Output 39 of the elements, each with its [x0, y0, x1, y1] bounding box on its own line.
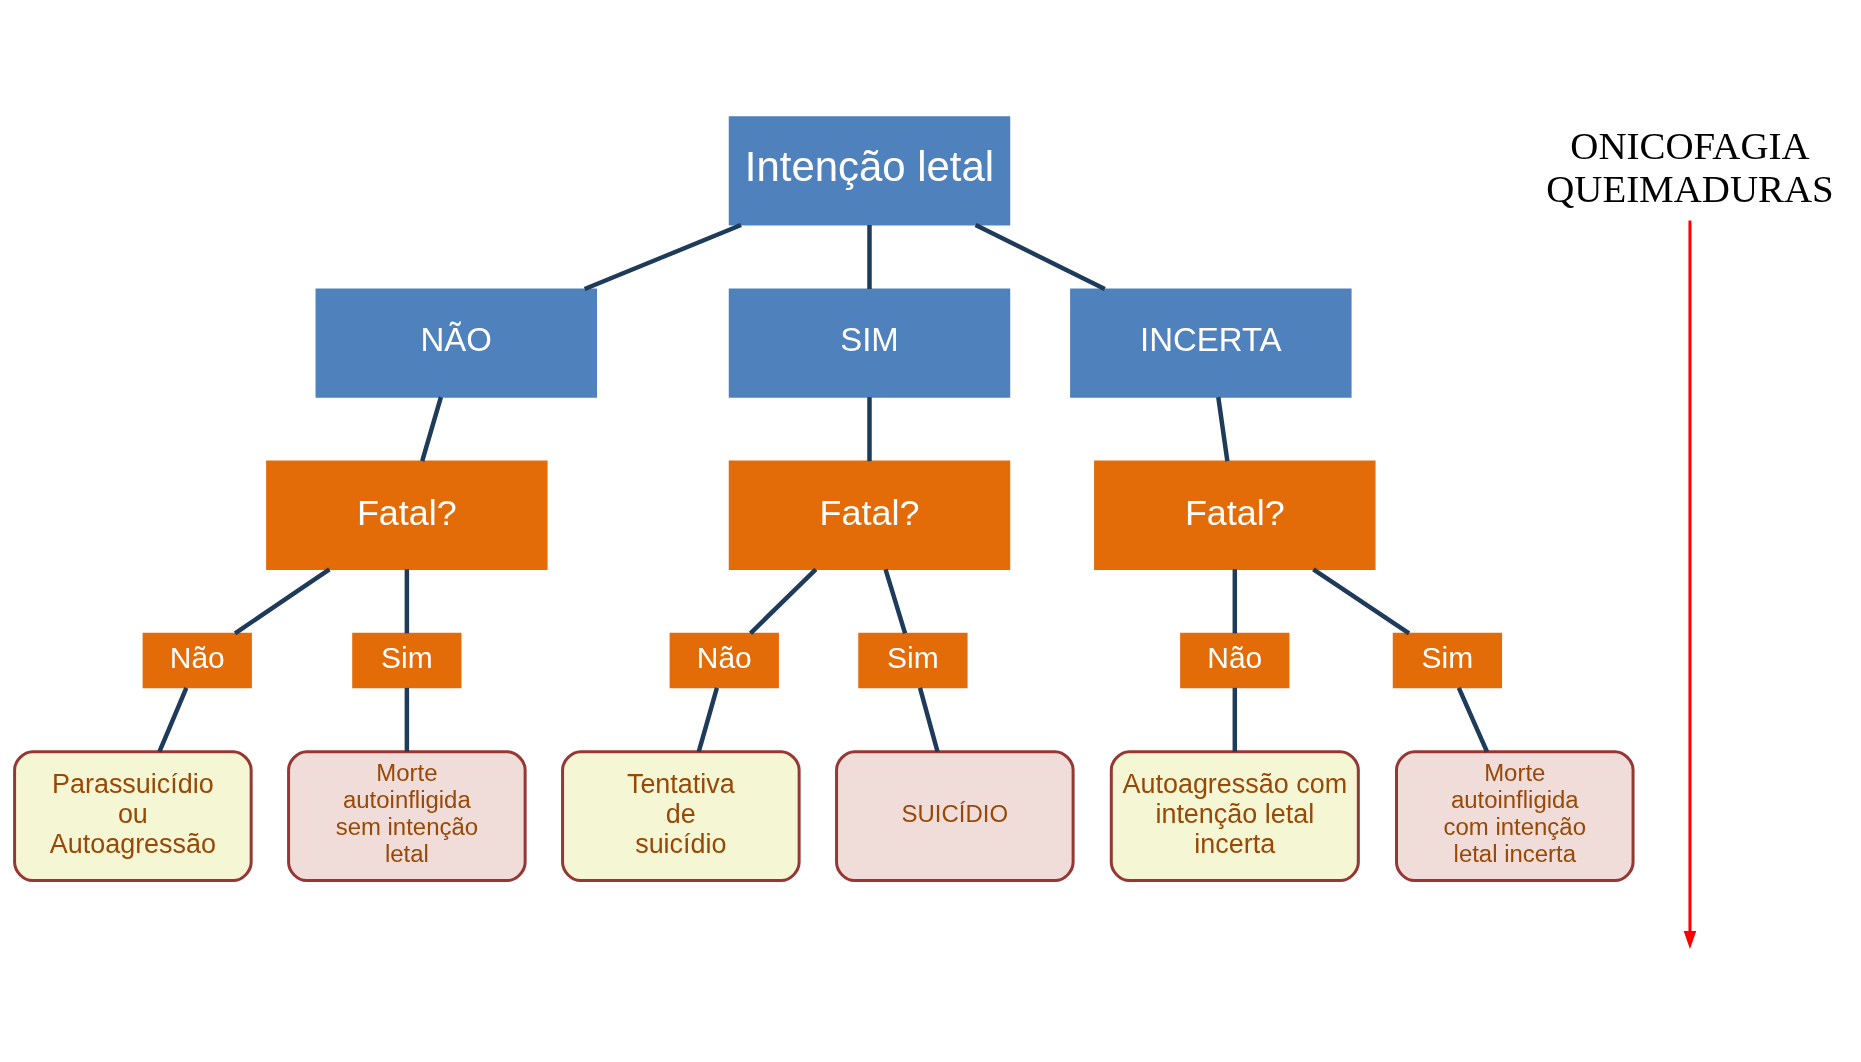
node-box: SIM: [728, 287, 1011, 398]
connector: [1216, 396, 1230, 461]
node-box: Sim: [352, 632, 462, 688]
connector: [1232, 568, 1238, 633]
connector: [420, 396, 444, 462]
node-box: Intenção letal: [728, 115, 1011, 226]
connector: [883, 568, 908, 634]
connector: [1456, 686, 1490, 753]
connector: [867, 224, 872, 289]
node-box: Não: [142, 632, 252, 688]
connector: [157, 686, 189, 753]
node-box: Não: [669, 632, 779, 688]
connector: [867, 396, 872, 461]
arrow: [1683, 220, 1697, 949]
node-box: Autoagressão com intenção letal incerta: [1109, 749, 1360, 882]
node-box: Parassuicídio ou Autoagressão: [13, 749, 253, 882]
node-text: ONICOFAGIA QUEIMADURAS: [1546, 123, 1834, 210]
node-box: Morte autoinfligida sem intenção letal: [287, 749, 527, 882]
connector: [696, 686, 720, 752]
node-box: INCERTA: [1070, 287, 1352, 398]
node-box: Sim: [1392, 632, 1503, 688]
connector: [404, 687, 410, 752]
node-box: Tentativa de suicídio: [561, 749, 801, 882]
connector: [748, 567, 818, 635]
node-box: Fatal?: [266, 460, 548, 570]
node-box: SUICÍDIO: [835, 749, 1075, 882]
node-box: Não: [1180, 632, 1290, 688]
connector: [233, 566, 331, 635]
connector: [974, 222, 1106, 291]
node-box: Morte autoinfligida com intenção letal incerta: [1395, 749, 1635, 882]
node-box: NÃO: [315, 287, 597, 398]
node-box: Fatal?: [728, 460, 1011, 570]
connector: [583, 222, 742, 291]
connector: [1312, 566, 1411, 635]
node-box: Sim: [858, 632, 968, 688]
connector: [1232, 687, 1238, 752]
connector: [917, 686, 940, 752]
node-box: Fatal?: [1094, 460, 1376, 570]
connector: [404, 568, 410, 633]
